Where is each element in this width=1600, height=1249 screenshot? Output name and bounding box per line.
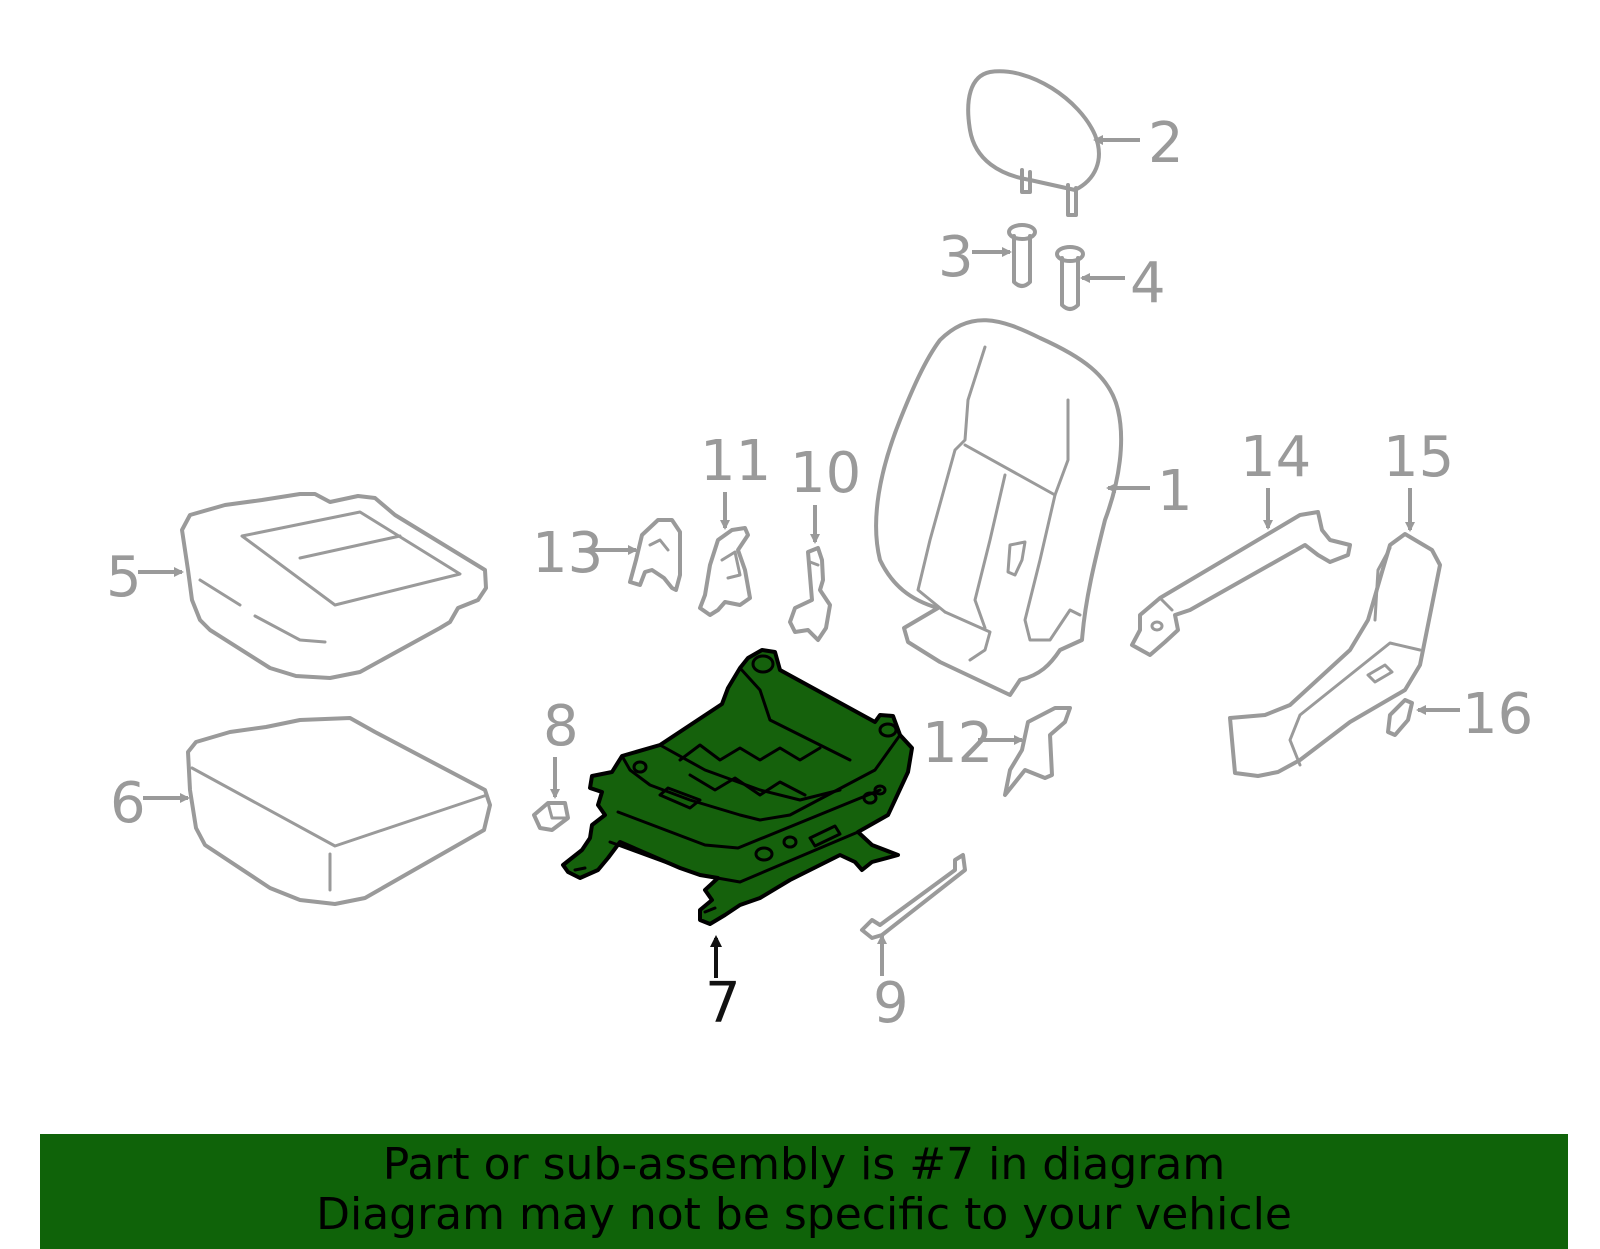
label-12: 12 bbox=[922, 711, 993, 776]
label-10: 10 bbox=[790, 441, 861, 506]
part-14-rail-cover[interactable] bbox=[1130, 510, 1352, 657]
label-6: 6 bbox=[110, 771, 146, 836]
label-16: 16 bbox=[1462, 682, 1533, 747]
part-5-seat-cushion[interactable] bbox=[180, 492, 488, 680]
part-3-guide[interactable] bbox=[1007, 223, 1037, 288]
part-1-seat-back[interactable] bbox=[874, 318, 1124, 697]
part-16-clip[interactable] bbox=[1386, 698, 1414, 737]
part-7-seat-frame[interactable] bbox=[561, 648, 914, 926]
label-13: 13 bbox=[532, 521, 603, 586]
label-11: 11 bbox=[700, 429, 771, 494]
label-3: 3 bbox=[938, 225, 974, 290]
part-8-clip[interactable] bbox=[532, 801, 570, 832]
part-11-cover[interactable] bbox=[698, 526, 752, 617]
notice-banner: Part or sub-assembly is #7 in diagram Di… bbox=[40, 1134, 1568, 1249]
part-10-bracket[interactable] bbox=[788, 546, 832, 642]
label-2: 2 bbox=[1148, 111, 1184, 176]
label-8: 8 bbox=[543, 694, 579, 759]
part-9-rod[interactable] bbox=[860, 853, 967, 940]
part-4-guide[interactable] bbox=[1055, 245, 1085, 311]
label-7: 7 bbox=[705, 971, 741, 1036]
part-6-cushion-pad[interactable] bbox=[186, 716, 492, 906]
label-1: 1 bbox=[1157, 459, 1193, 524]
label-5: 5 bbox=[106, 545, 142, 610]
part-2-headrest[interactable] bbox=[966, 69, 1101, 217]
label-14: 14 bbox=[1240, 425, 1311, 490]
label-4: 4 bbox=[1130, 251, 1166, 316]
part-15-side-shield[interactable] bbox=[1228, 532, 1442, 778]
notice-line-1: Part or sub-assembly is #7 in diagram bbox=[382, 1139, 1226, 1190]
part-12-bracket[interactable] bbox=[1003, 706, 1072, 797]
label-9: 9 bbox=[873, 971, 909, 1036]
notice-line-2: Diagram may not be specific to your vehi… bbox=[316, 1189, 1292, 1240]
label-15: 15 bbox=[1383, 425, 1454, 490]
part-13-bracket[interactable] bbox=[628, 518, 682, 592]
